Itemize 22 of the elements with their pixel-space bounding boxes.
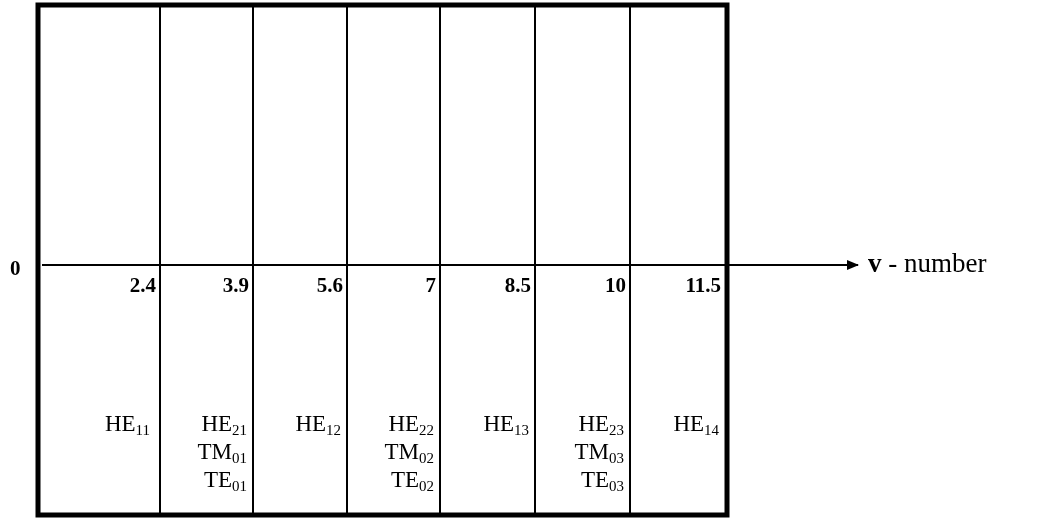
tick-label: 8.5 <box>504 275 531 296</box>
mode-label: TE$_{01}$ <box>203 468 247 491</box>
tick-label: 5.6 <box>316 275 343 296</box>
mode-label: TE$_{02}$ <box>390 468 434 491</box>
mode-label: HE$_{13}$ <box>483 412 529 435</box>
mode-label: HE$_{11}$ <box>104 412 150 435</box>
mode-label: TM$_{01}$ <box>197 440 247 463</box>
mode-label: TM$_{03}$ <box>574 440 624 463</box>
mode-label: HE$_{14}$ <box>673 412 719 435</box>
mode-label: HE$_{12}$ <box>295 412 341 435</box>
mode-label: HE$_{21}$ <box>201 412 247 435</box>
tick-label: 2.4 <box>129 275 156 296</box>
mode-label: HE$_{22}$ <box>388 412 434 435</box>
mode-label: TE$_{03}$ <box>580 468 624 491</box>
axis-label: v - number <box>868 250 987 277</box>
tick-label: 3.9 <box>222 275 249 296</box>
tick-label: 10 <box>605 275 626 296</box>
tick-label: 7 <box>425 275 436 296</box>
tick-label: 0 <box>10 258 21 279</box>
mode-label: TM$_{02}$ <box>384 440 434 463</box>
tick-label: 11.5 <box>685 275 721 296</box>
mode-label: HE$_{23}$ <box>578 412 624 435</box>
